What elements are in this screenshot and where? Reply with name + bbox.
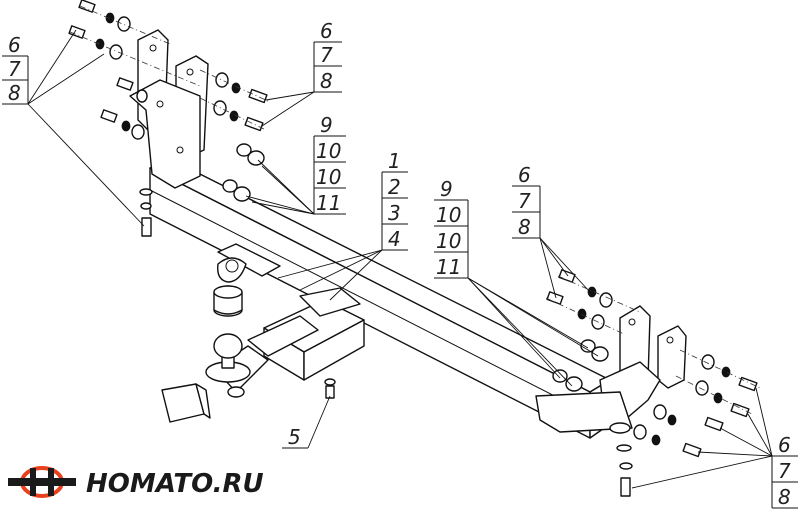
fasteners-upper-left [68, 0, 201, 140]
callout-upper-right: 6 7 8 [261, 19, 342, 127]
callout-label: 5 [288, 425, 301, 449]
callout-label: 7 [518, 189, 531, 213]
callout-label: 3 [388, 201, 401, 225]
callout-label: 10 [436, 203, 461, 227]
callout-label: 7 [320, 43, 333, 67]
logo-emblem-icon [8, 466, 76, 498]
callout-label: 8 [320, 69, 333, 93]
callout-label: 9 [440, 177, 453, 201]
callout-label: 10 [316, 165, 341, 189]
hitch-assembly [161, 243, 365, 423]
callout-label: 6 [320, 19, 333, 43]
callout-label: 11 [316, 191, 341, 215]
callout-label: 10 [316, 139, 341, 163]
fasteners-upper-right [199, 69, 271, 132]
logo-text: HOMATO.RU [86, 469, 264, 499]
callout-label: 2 [388, 175, 401, 199]
callout-label: 6 [518, 163, 531, 187]
callout-label: 6 [778, 433, 791, 457]
fasteners-bottom-right [633, 349, 761, 458]
callout-label: 1 [388, 149, 401, 173]
callout-lower-nuts: 9 10 10 11 [434, 177, 599, 387]
callout-label: 8 [518, 215, 531, 239]
callout-label: 4 [388, 227, 401, 251]
callout-bottom-bolt: 5 [282, 395, 331, 449]
callout-label: 7 [778, 459, 791, 483]
callout-label: 8 [8, 81, 21, 105]
callout-upper-left: 6 7 8 [2, 29, 145, 227]
callout-label: 10 [436, 229, 461, 253]
callout-label: 9 [320, 113, 333, 137]
callout-label: 11 [436, 255, 461, 279]
callout-label: 7 [8, 57, 21, 81]
fasteners-right [545, 269, 641, 335]
left-bracket [129, 29, 209, 237]
homato-logo: HOMATO.RU [8, 466, 264, 499]
callout-bottom-right-fasteners: 6 7 8 [631, 387, 798, 509]
callout-right-fasteners: 6 7 8 [512, 163, 591, 299]
callout-upper-nuts: 9 10 10 11 [245, 113, 346, 215]
nuts-lower [552, 339, 609, 392]
right-bracket [535, 305, 687, 497]
callout-label: 8 [778, 485, 791, 509]
callout-main-parts: 1 2 3 4 [277, 149, 408, 301]
callout-label: 6 [8, 33, 21, 57]
nuts-upper [222, 143, 265, 202]
